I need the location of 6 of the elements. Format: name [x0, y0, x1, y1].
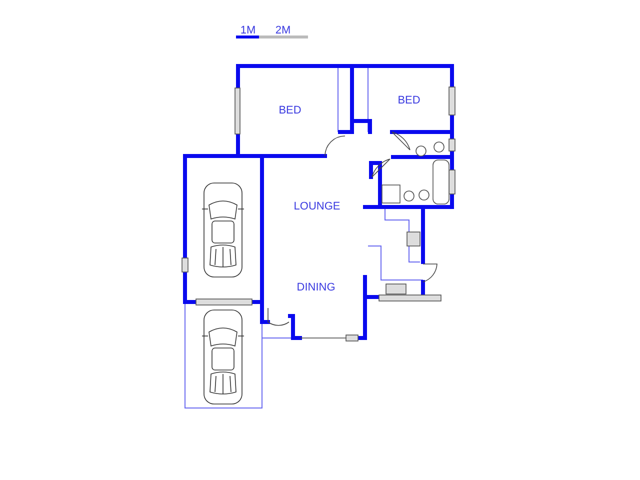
room-label: BED — [398, 96, 420, 106]
room-label: LOUNGE — [294, 202, 340, 212]
room-label: BED — [278, 106, 302, 116]
room-label: DINING — [296, 282, 336, 294]
scale-label: 2M — [275, 26, 291, 36]
scale-label: 1M — [240, 26, 256, 36]
